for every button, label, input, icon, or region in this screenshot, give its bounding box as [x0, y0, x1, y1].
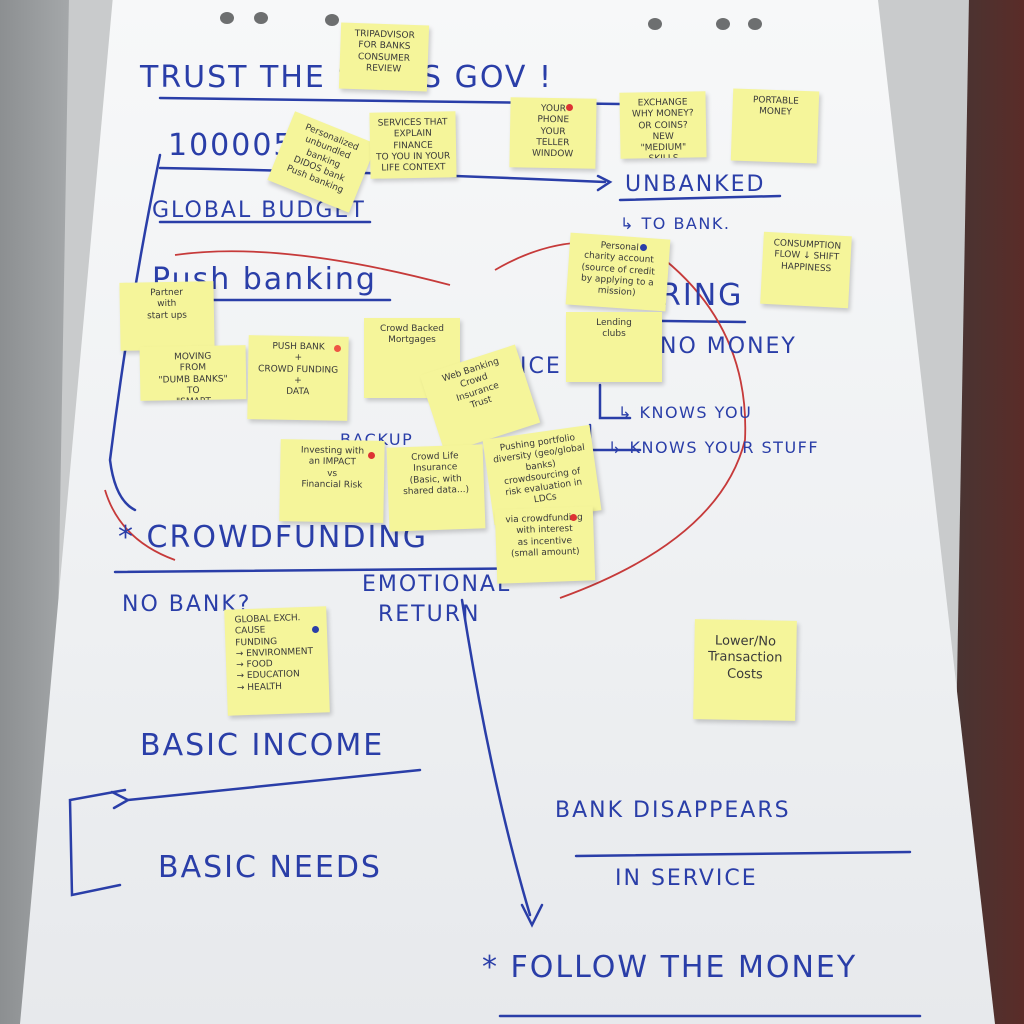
label-basic-needs: BASIC NEEDS — [158, 850, 382, 885]
sticky-note-crowdfunding-interest: via crowdfunding with interest as incent… — [494, 506, 596, 584]
sticky-note-tripadvisor: TRIPADVISOR FOR BANKS CONSUMER REVIEW — [338, 22, 430, 92]
label-in-service: IN SERVICE — [615, 866, 758, 891]
sticky-note-lending-clubs: Lending clubs — [566, 312, 662, 382]
bracket-left — [108, 153, 162, 512]
sticky-note-portable-money: PORTABLE MONEY — [730, 88, 820, 164]
punch-hole — [325, 14, 339, 26]
arrow-follow-money — [460, 598, 532, 917]
label-crowdfunding: * CROWDFUNDING — [118, 520, 428, 555]
red-circle-top — [174, 250, 451, 286]
sticky-note-cause-funding: GLOBAL EXCH. CAUSE FUNDING → ENVIRONMENT… — [224, 606, 330, 716]
red-circle-left — [104, 489, 176, 561]
label-100005: 100005 — [168, 128, 295, 163]
sticky-note-startups: Partner with start ups — [119, 281, 215, 351]
blue-pin-dot — [640, 244, 647, 251]
sticky-note-charity-account: Personal charity account (source of cred… — [565, 232, 671, 312]
orange-pin-dot — [334, 345, 341, 352]
label-to-bank: ↳ TO BANK. — [620, 214, 731, 233]
underline-bank-disappears — [574, 850, 912, 858]
sticky-note-exchange: EXCHANGE WHY MONEY? OR COINS? NEW "MEDIU… — [619, 91, 707, 159]
sticky-note-phone-teller: YOUR PHONE YOUR TELLER WINDOW — [509, 97, 597, 169]
punch-hole — [254, 12, 268, 24]
label-return: RETURN — [378, 602, 481, 627]
punch-hole — [748, 18, 762, 30]
label-ring: RING — [660, 278, 744, 313]
label-bank-disappears: BANK DISAPPEARS — [555, 798, 791, 823]
blue-pin-dot — [312, 626, 319, 633]
label-emotional: EMOTIONAL — [362, 572, 512, 597]
label-knows-your-stuff: ↳ KNOWS YOUR STUFF — [608, 438, 820, 457]
underline-crowdfunding — [113, 566, 562, 574]
label-ice: ICE — [520, 354, 562, 379]
label-follow-the-money: * FOLLOW THE MONEY — [482, 950, 858, 985]
label-knows-you: ↳ KNOWS YOU — [618, 403, 753, 422]
sticky-note-transaction-costs: Lower/No Transaction Costs — [693, 619, 797, 721]
loop-basic-needs — [68, 788, 127, 897]
punch-hole — [716, 18, 730, 30]
sticky-note-smart-banks: MOVING FROM "DUMB BANKS" TO "SMART BANKS… — [139, 345, 247, 401]
punch-hole — [648, 18, 662, 30]
label-basic-income: BASIC INCOME — [140, 728, 385, 763]
label-unbanked: UNBANKED — [625, 172, 766, 197]
sticky-note-services: SERVICES THAT EXPLAIN FINANCE TO YOU IN … — [369, 111, 457, 179]
sticky-note-crowd-life: Crowd Life Insurance (Basic, with shared… — [386, 444, 486, 532]
red-pin-dot — [566, 104, 573, 111]
underline-basic-income — [126, 768, 422, 802]
sticky-note-consumption-flow: CONSUMPTION FLOW ↓ SHIFT HAPPINESS — [760, 231, 852, 309]
punch-hole — [220, 12, 234, 24]
red-pin-dot — [368, 452, 375, 459]
red-pin-dot — [570, 514, 577, 521]
label-no-money: NO MONEY — [660, 334, 797, 359]
underline-unbanked — [618, 194, 782, 202]
